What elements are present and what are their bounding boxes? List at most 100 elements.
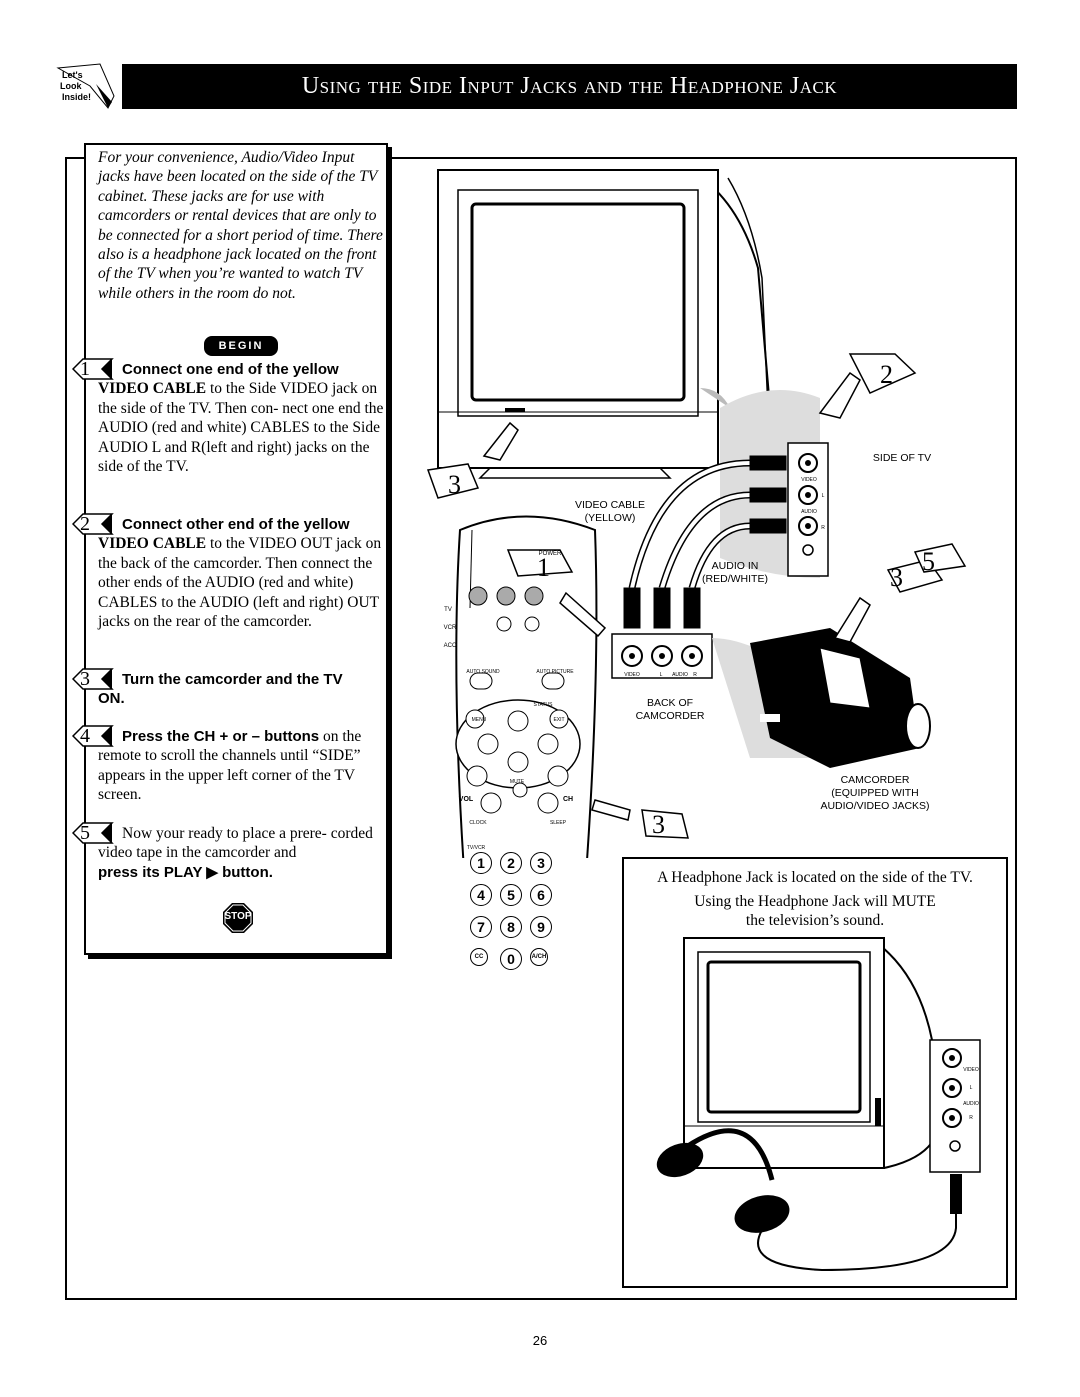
callout-3-tv: 3	[448, 470, 461, 499]
step-4-body: on the remote to scroll the channels unt…	[98, 728, 362, 804]
remote-power-label: POWER	[538, 551, 562, 557]
remote-key-ach: A/CH	[530, 948, 548, 966]
remote-vcr-label: VCR	[443, 625, 457, 631]
headphone-text-2-line-2: the television’s sound.	[745, 912, 885, 929]
remote-key-9: 9	[530, 916, 552, 938]
step-5-tail: press its PLAY ▶ button.	[98, 863, 273, 881]
remote-key-6: 6	[530, 884, 552, 906]
remote-key-2: 2	[500, 852, 522, 874]
headphone-text-1: A Headphone Jack is located on the side …	[657, 869, 973, 886]
remote-status-label: STATUS	[533, 702, 553, 708]
tv-illustration	[437, 169, 772, 479]
pointing-hand-icon	[482, 371, 871, 821]
instructions-panel	[84, 143, 388, 955]
step-2-lead: Connect other end of the yellow	[122, 516, 350, 533]
remote-key-8: 8	[500, 916, 522, 938]
connection-diagram	[426, 169, 967, 858]
logo-arrow-graphic	[56, 63, 115, 109]
hp-jack-audio-label: AUDIO	[963, 1101, 979, 1107]
headphone-jack-panel	[929, 1039, 981, 1173]
step-1: 1 Connect one end of the yellow VIDEO CA…	[72, 358, 387, 476]
step-1-number: 1	[72, 358, 114, 380]
step-2-bold: VIDEO CABLE	[98, 535, 207, 553]
side-jack-panel	[720, 390, 829, 578]
headphone-box	[622, 857, 1008, 1288]
camcorder-back-panel	[611, 633, 713, 679]
video-cable-label: VIDEO CABLE(YELLOW)	[574, 499, 646, 524]
step-3-bold: ON.	[98, 690, 125, 708]
step-5-body: Now your ready to place a prere- corded …	[98, 825, 373, 862]
lets-look-inside-logo: Let's Look Inside!	[56, 62, 118, 110]
begin-badge: BEGIN	[204, 336, 278, 356]
remote-number-pad: 1 2 3 4 5 6 7 8 9 CC 0 A/CH	[470, 852, 560, 970]
page-number: 26	[532, 1333, 548, 1348]
side-jack-l-label: L	[821, 493, 825, 499]
hp-jack-r-label: R	[969, 1115, 973, 1121]
step-5: 5 Now your ready to place a prere- corde…	[72, 822, 387, 882]
headphone-illustration	[656, 937, 981, 1272]
side-jack-audio-label: AUDIO	[801, 509, 817, 515]
headphones-icon	[656, 1128, 962, 1272]
remote-mute-label: MUTE	[509, 779, 525, 785]
step-4-number: 4	[72, 725, 114, 747]
remote-ch-label: CH	[562, 796, 574, 803]
callout-3-camcorder: 3	[890, 563, 903, 592]
logo-line-1: Let's	[62, 70, 83, 80]
stop-label: STOP	[224, 911, 252, 922]
remote-key-cc: CC	[470, 948, 488, 966]
logo-line-2: Look	[60, 81, 82, 91]
remote-exit-label: EXIT	[553, 717, 565, 723]
step-1-bold: VIDEO CABLE	[98, 380, 207, 398]
av-cables	[623, 455, 787, 629]
callout-2: 2	[880, 360, 893, 389]
side-of-tv-label: SIDE OF TV	[872, 452, 932, 464]
remote-auto-picture-label: AUTO PICTURE	[536, 669, 574, 675]
content-frame	[65, 157, 1017, 1300]
step-4: 4 Press the CH + or – buttons on the rem…	[72, 725, 387, 805]
camcorder-jack-video: VIDEO	[624, 672, 640, 678]
headphone-text-2: Using the Headphone Jack will MUTE the t…	[622, 892, 1008, 930]
hp-jack-video-label: VIDEO	[963, 1067, 979, 1073]
remote-acc-label: ACC	[443, 643, 457, 649]
intro-paragraph: For your convenience, Audio/Video Input …	[98, 149, 383, 302]
camcorder-jack-audio: AUDIO	[672, 672, 688, 678]
step-3-number: 3	[72, 668, 114, 690]
page-title: Using the Side Input Jacks and the Headp…	[301, 73, 838, 99]
step-3: 3 Turn the camcorder and the TV ON.	[72, 668, 387, 709]
step-2-number: 2	[72, 513, 114, 535]
audio-in-label: AUDIO IN(RED/WHITE)	[702, 560, 768, 585]
remote-sleep-label: SLEEP	[549, 820, 567, 826]
camcorder-illustration	[712, 628, 931, 768]
step-1-body: to the Side VIDEO jack on the side of th…	[98, 380, 384, 476]
page-title-bar: Using the Side Input Jacks and the Headp…	[122, 64, 1017, 109]
hp-jack-l-label: L	[969, 1085, 973, 1091]
remote-key-4: 4	[470, 884, 492, 906]
step-1-lead: Connect one end of the yellow	[122, 361, 339, 378]
remote-tv-label: TV	[444, 607, 452, 613]
remote-key-5: 5	[500, 884, 522, 906]
callout-3-remote: 3	[652, 810, 665, 839]
remote-auto-sound-label: AUTO SOUND	[466, 669, 500, 675]
step-2-body: to the VIDEO OUT jack on the back of the…	[98, 535, 382, 631]
callout-5: 5	[922, 547, 935, 576]
logo-line-3: Inside!	[62, 92, 92, 102]
step-4-lead: Press the CH + or – buttons	[122, 728, 320, 745]
step-3-lead: Turn the camcorder and the TV	[122, 671, 343, 688]
remote-key-0: 0	[500, 948, 522, 970]
headphone-text-2-line-1: Using the Headphone Jack will MUTE	[694, 893, 936, 910]
camcorder-jack-l: L	[659, 672, 663, 678]
remote-key-7: 7	[470, 916, 492, 938]
callout-1: 1	[537, 553, 550, 582]
step-2: 2 Connect other end of the yellow VIDEO …	[72, 513, 387, 631]
side-jack-video-label: VIDEO	[801, 477, 817, 483]
remote-menu-label: MENU	[471, 717, 487, 723]
remote-key-3: 3	[530, 852, 552, 874]
camcorder-jack-r: R	[693, 672, 697, 678]
remote-clock-label: CLOCK	[469, 820, 487, 826]
remote-vol-label: VOL	[458, 796, 474, 803]
stop-sign-icon: STOP	[222, 902, 254, 934]
remote-key-1: 1	[470, 852, 492, 874]
side-jack-r-label: R	[821, 525, 825, 531]
